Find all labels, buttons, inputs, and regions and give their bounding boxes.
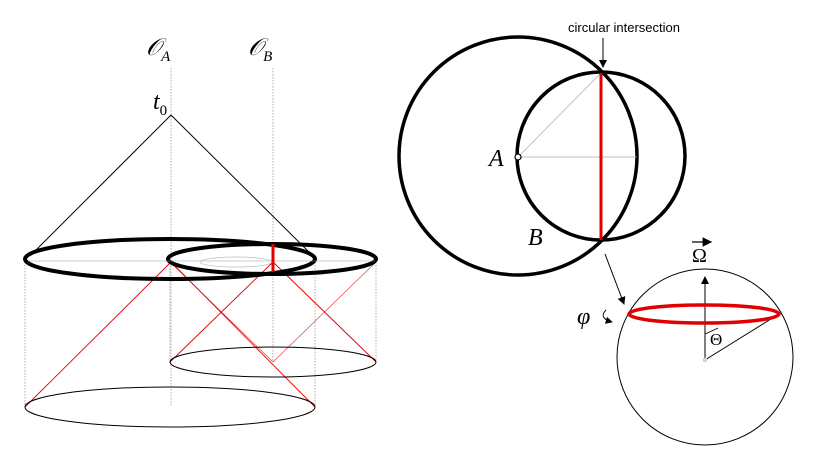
rotation-arrow bbox=[602, 309, 613, 324]
light-cone-panel: 𝒪A 𝒪B t0 bbox=[23, 35, 378, 428]
circular-intersection-label: circular intersection bbox=[568, 20, 680, 35]
cone-edge-left bbox=[29, 114, 172, 257]
point-b-label: B bbox=[528, 225, 543, 251]
sphere-center bbox=[702, 357, 708, 363]
light-ray bbox=[24, 261, 172, 408]
circle-a bbox=[397, 35, 639, 277]
sphere-radius bbox=[704, 313, 780, 361]
center-point-a bbox=[514, 153, 522, 161]
theta-label: Θ bbox=[710, 330, 722, 349]
omega-label: Ω bbox=[692, 245, 707, 267]
t0-label: t0 bbox=[153, 89, 167, 119]
radius-guide bbox=[517, 72, 602, 158]
observer-b-label: 𝒪B bbox=[248, 35, 272, 65]
zoom-arrow bbox=[604, 253, 626, 305]
present-ellipse-a bbox=[23, 237, 317, 281]
intersection-ellipse-faint bbox=[199, 256, 273, 268]
point-a-label: A bbox=[487, 146, 504, 172]
latitude-ring bbox=[627, 303, 781, 325]
phi-label: φ bbox=[577, 304, 590, 330]
cone-edge-right bbox=[170, 114, 314, 257]
sphere-outline bbox=[616, 268, 794, 446]
sphere-panel: Ω φ Θ bbox=[577, 237, 794, 446]
circle-intersection-panel: A B circular intersection bbox=[397, 20, 687, 277]
light-ray bbox=[272, 261, 377, 363]
theta-arc bbox=[704, 327, 719, 335]
past-ellipse-b bbox=[169, 346, 377, 378]
observer-a-label: 𝒪A bbox=[146, 35, 171, 65]
past-ellipse-a bbox=[24, 386, 316, 428]
